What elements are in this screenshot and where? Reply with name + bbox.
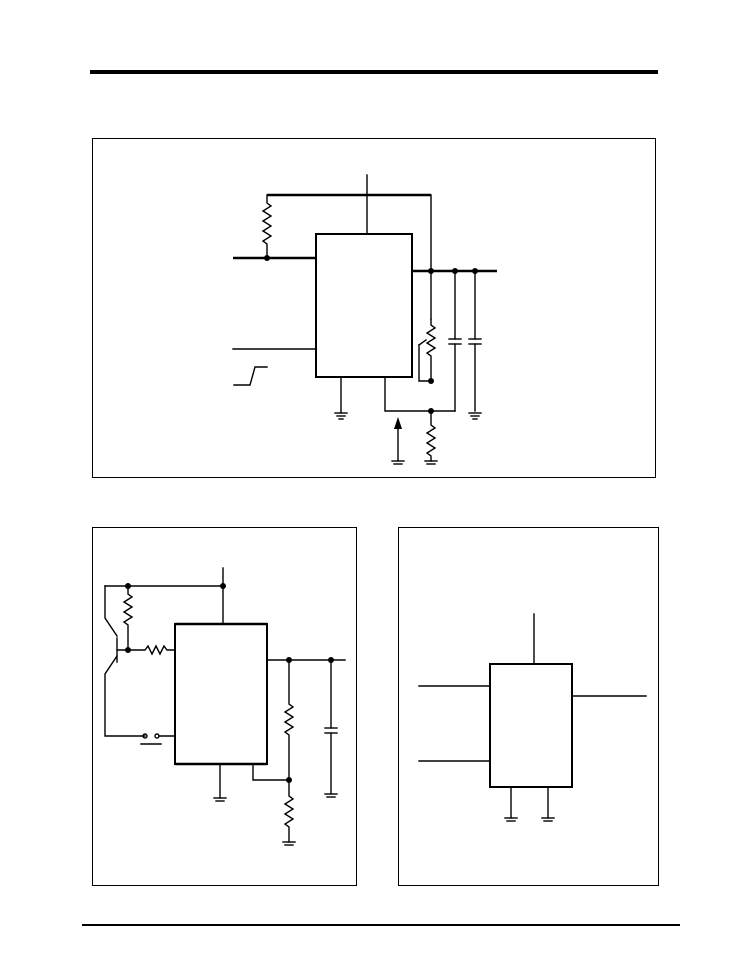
bottom-left-circuit-panel — [92, 527, 357, 886]
top-circuit-schematic — [232, 174, 497, 465]
base-resistor — [122, 585, 134, 651]
series-resistor — [116, 644, 176, 656]
transistor-collector — [104, 585, 118, 637]
bottom-left-schematic — [104, 567, 346, 846]
feedback-wire — [252, 763, 290, 781]
footer-rule — [82, 924, 680, 926]
pot-wiper-arrow — [418, 339, 427, 346]
arrow-head — [394, 417, 402, 429]
potentiometer — [425, 318, 437, 382]
pot-wiper-wire — [418, 344, 432, 382]
ic-block — [174, 623, 268, 765]
top-circuit-panel — [92, 138, 656, 478]
junction-dot — [428, 378, 434, 384]
step-pulse-waveform — [233, 366, 268, 386]
timer-ic-block — [315, 233, 413, 378]
junction-dot — [264, 255, 270, 261]
lower-bus-wire — [384, 376, 456, 412]
header-rule — [90, 70, 658, 74]
ic-block — [489, 663, 573, 788]
bottom-right-schematic — [418, 613, 647, 822]
divider-resistor-lower — [283, 779, 295, 843]
bottom-right-circuit-panel — [398, 527, 659, 886]
divider-resistor-upper — [283, 659, 295, 781]
pullup-resistor — [261, 194, 273, 258]
switch-contact — [142, 733, 148, 739]
junction-dot — [220, 583, 226, 589]
lower-resistor — [425, 410, 437, 462]
transistor-emitter-wire — [104, 655, 146, 737]
